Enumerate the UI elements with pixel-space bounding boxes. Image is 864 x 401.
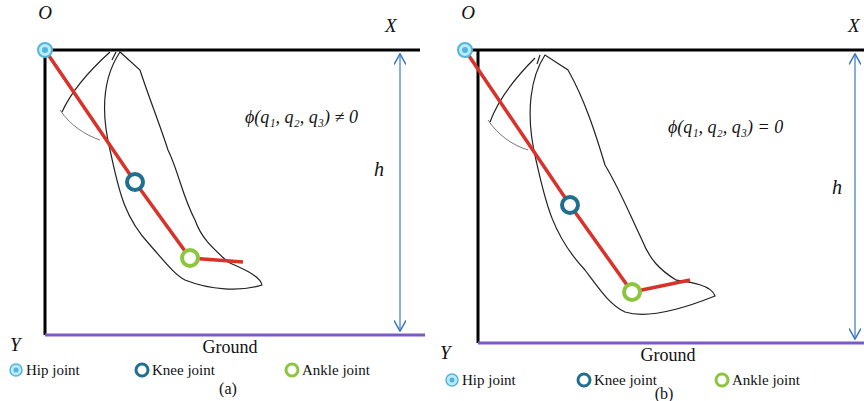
legend-text: Knee joint (152, 362, 215, 379)
ground-label: Ground (203, 338, 258, 358)
legend-text: Ankle joint (302, 362, 370, 379)
legend-text: Knee joint (594, 372, 657, 389)
legend-text: Hip joint (462, 372, 516, 389)
origin-label: O (461, 3, 475, 24)
ground-label: Ground (641, 346, 696, 366)
constraint-label: ϕ(q₁, q₂, q₃) ≠ 0 (245, 108, 358, 128)
subfigure-label: (b) (655, 385, 674, 401)
panel-b (446, 43, 864, 386)
axis-label: X (848, 16, 860, 37)
legend-text: Ankle joint (732, 372, 800, 389)
constraint-label: ϕ(q₁, q₂, q₃) = 0 (668, 118, 783, 138)
height-label: h (832, 176, 842, 198)
axis-label: Y (440, 343, 451, 364)
legend-text: Hip joint (26, 362, 80, 379)
height-label: h (374, 158, 384, 180)
subfigure-label: (a) (219, 380, 237, 398)
axis-label: Y (10, 335, 21, 356)
axis-label: X (385, 16, 397, 37)
panel-a (10, 43, 425, 376)
origin-label: O (38, 3, 52, 24)
